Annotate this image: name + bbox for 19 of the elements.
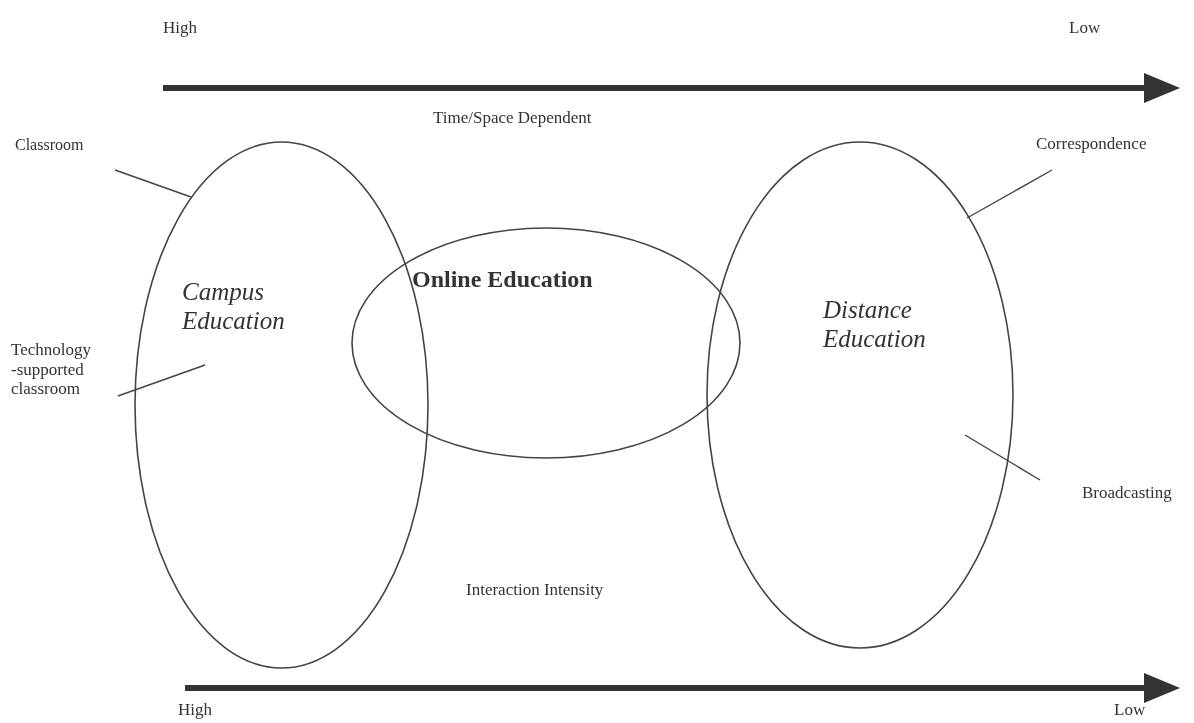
ellipse: [707, 142, 1013, 648]
ellipse-label: Campus Education: [182, 278, 286, 336]
leader-text: Correspondence: [1036, 134, 1148, 154]
axis-label: Interaction Intensity: [466, 580, 604, 600]
leader-text: Classroom: [15, 136, 85, 155]
leader-line: [117, 364, 206, 397]
axis-label: Time/Space Dependent: [433, 108, 592, 128]
ellipse-label: Distance Education: [823, 296, 927, 354]
ellipse: [352, 228, 740, 458]
leader-text: Technology -supported classroom: [11, 340, 92, 399]
ellipse-label: Online Education: [412, 266, 594, 294]
axis-label: Low: [1069, 18, 1101, 38]
leader-line: [114, 169, 192, 198]
leader-line: [966, 169, 1053, 219]
axis-label: High: [178, 700, 212, 720]
axis-label: High: [163, 18, 197, 38]
leader-line: [964, 434, 1041, 481]
axis-label: Low: [1114, 700, 1146, 720]
leader-text: Broadcasting: [1082, 483, 1173, 503]
